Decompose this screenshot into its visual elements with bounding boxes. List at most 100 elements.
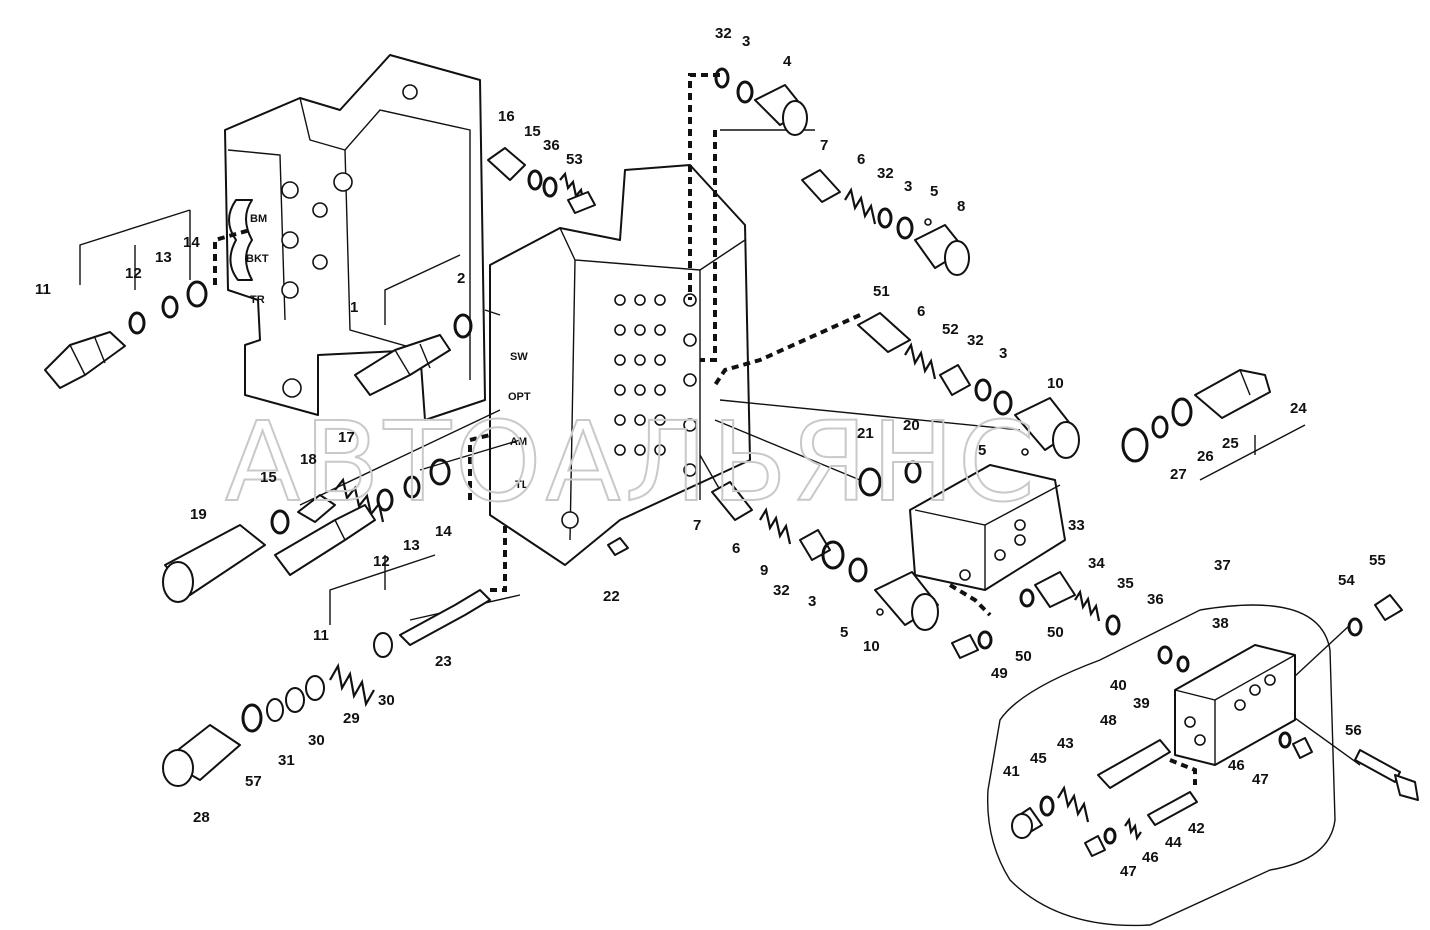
callout-7-lower: 7: [693, 517, 701, 534]
callout-31: 31: [278, 752, 295, 769]
part-47-lower: [1084, 835, 1106, 857]
part-14-upper: [186, 280, 208, 308]
callout-47-lower: 47: [1120, 863, 1137, 880]
callout-42: 42: [1188, 820, 1205, 837]
callout-9: 9: [760, 562, 768, 579]
part-4: [754, 84, 808, 136]
callout-22: 22: [603, 588, 620, 605]
part-57: [241, 703, 263, 733]
callout-4: 4: [783, 53, 792, 70]
part-15-lower: [270, 509, 290, 535]
part-21: [858, 467, 882, 497]
callout-13-upper: 13: [155, 249, 172, 266]
part-17-spring: [334, 477, 385, 523]
callout-27: 27: [1170, 466, 1187, 483]
part-13-upper: [161, 295, 179, 319]
callout-32-lower: 32: [773, 582, 790, 599]
part-46-lower: [1103, 827, 1117, 845]
callout-43: 43: [1057, 735, 1074, 752]
part-10-lower: [874, 571, 939, 631]
part-6-upper: [844, 187, 877, 225]
part-44: [1124, 817, 1142, 841]
callout-7-upper: 7: [820, 137, 828, 154]
callout-52: 52: [942, 321, 959, 338]
part-15-upper: [527, 169, 543, 191]
central-body-holes: [561, 293, 697, 529]
part-32-middle: [974, 378, 992, 402]
callout-3-lower: 3: [808, 593, 816, 610]
part-20: [904, 460, 922, 484]
callout-2: 2: [457, 270, 465, 287]
part-26: [1151, 415, 1169, 439]
part-5-upper: [924, 218, 932, 226]
part-24: [1194, 369, 1271, 419]
part-52: [939, 364, 971, 396]
part-51: [857, 312, 911, 353]
part-31-a: [266, 698, 284, 722]
part-48: [1097, 739, 1171, 789]
callout-46-lower: 46: [1142, 849, 1159, 866]
part-3-upper: [896, 216, 914, 240]
callout-16: 16: [498, 108, 515, 125]
part-11-lower: [274, 504, 376, 576]
callout-6-upper: 6: [857, 151, 865, 168]
callout-25: 25: [1222, 435, 1239, 452]
part-28: [162, 724, 241, 787]
callout-32-middle: 32: [967, 332, 984, 349]
callout-49: 49: [991, 665, 1008, 682]
part-2: [354, 313, 473, 396]
watermark: АВТОАЛЬЯНС: [225, 398, 1039, 526]
part-42: [1147, 791, 1198, 826]
part-7-lower: [711, 481, 753, 521]
part-3-top: [736, 80, 754, 104]
part-25: [1171, 397, 1193, 427]
callout-10-upper: 10: [1047, 375, 1064, 392]
part-18: [297, 494, 336, 523]
part-53-pin: [567, 191, 596, 214]
callout-50-upper: 50: [1047, 624, 1064, 641]
callout-51: 51: [873, 283, 890, 300]
part-5-lower: [876, 608, 884, 616]
callout-19: 19: [190, 506, 207, 523]
part-54: [1347, 617, 1363, 637]
part-36-lower: [1105, 614, 1121, 636]
callout-5-upper: 5: [930, 183, 938, 200]
part-11-upper: [44, 331, 126, 389]
part-53: [559, 171, 586, 205]
part-16: [487, 147, 526, 181]
part-10-upper: [1014, 397, 1080, 459]
callout-6-middle: 6: [917, 303, 925, 320]
block-mark-am: AM: [510, 436, 527, 448]
callout-3-middle: 3: [999, 345, 1007, 362]
callout-41: 41: [1003, 763, 1020, 780]
part-22: [607, 537, 629, 556]
callout-14-upper: 14: [183, 234, 200, 251]
callout-11-lower: 11: [313, 627, 329, 644]
block-mark-tr: TR: [250, 294, 265, 306]
part-19: [162, 524, 266, 603]
part-40: [1157, 645, 1173, 665]
callout-35: 35: [1117, 575, 1134, 592]
callout-18: 18: [300, 451, 317, 468]
part-50-lower: [977, 630, 993, 650]
callout-29: 29: [343, 710, 360, 727]
callout-45: 45: [1030, 750, 1047, 767]
callout-30-upper: 30: [378, 692, 395, 709]
part-27: [1121, 427, 1149, 463]
central-valve-body: [489, 164, 751, 566]
callout-50-lower: 50: [1015, 648, 1032, 665]
part-34: [1034, 571, 1076, 608]
part-13-lower: [403, 475, 421, 499]
block-mark-opt: OPT: [508, 391, 531, 403]
callout-3-top: 3: [742, 33, 750, 50]
callout-8: 8: [957, 198, 965, 215]
part-30-lower: [305, 675, 325, 701]
callout-54: 54: [1338, 572, 1355, 589]
callout-13-lower: 13: [403, 537, 420, 554]
part-32-upper: [877, 207, 893, 229]
block-mark-sw: SW: [510, 351, 528, 363]
part-3-lower: [848, 557, 868, 583]
block-mark-bm: BM: [250, 213, 267, 225]
